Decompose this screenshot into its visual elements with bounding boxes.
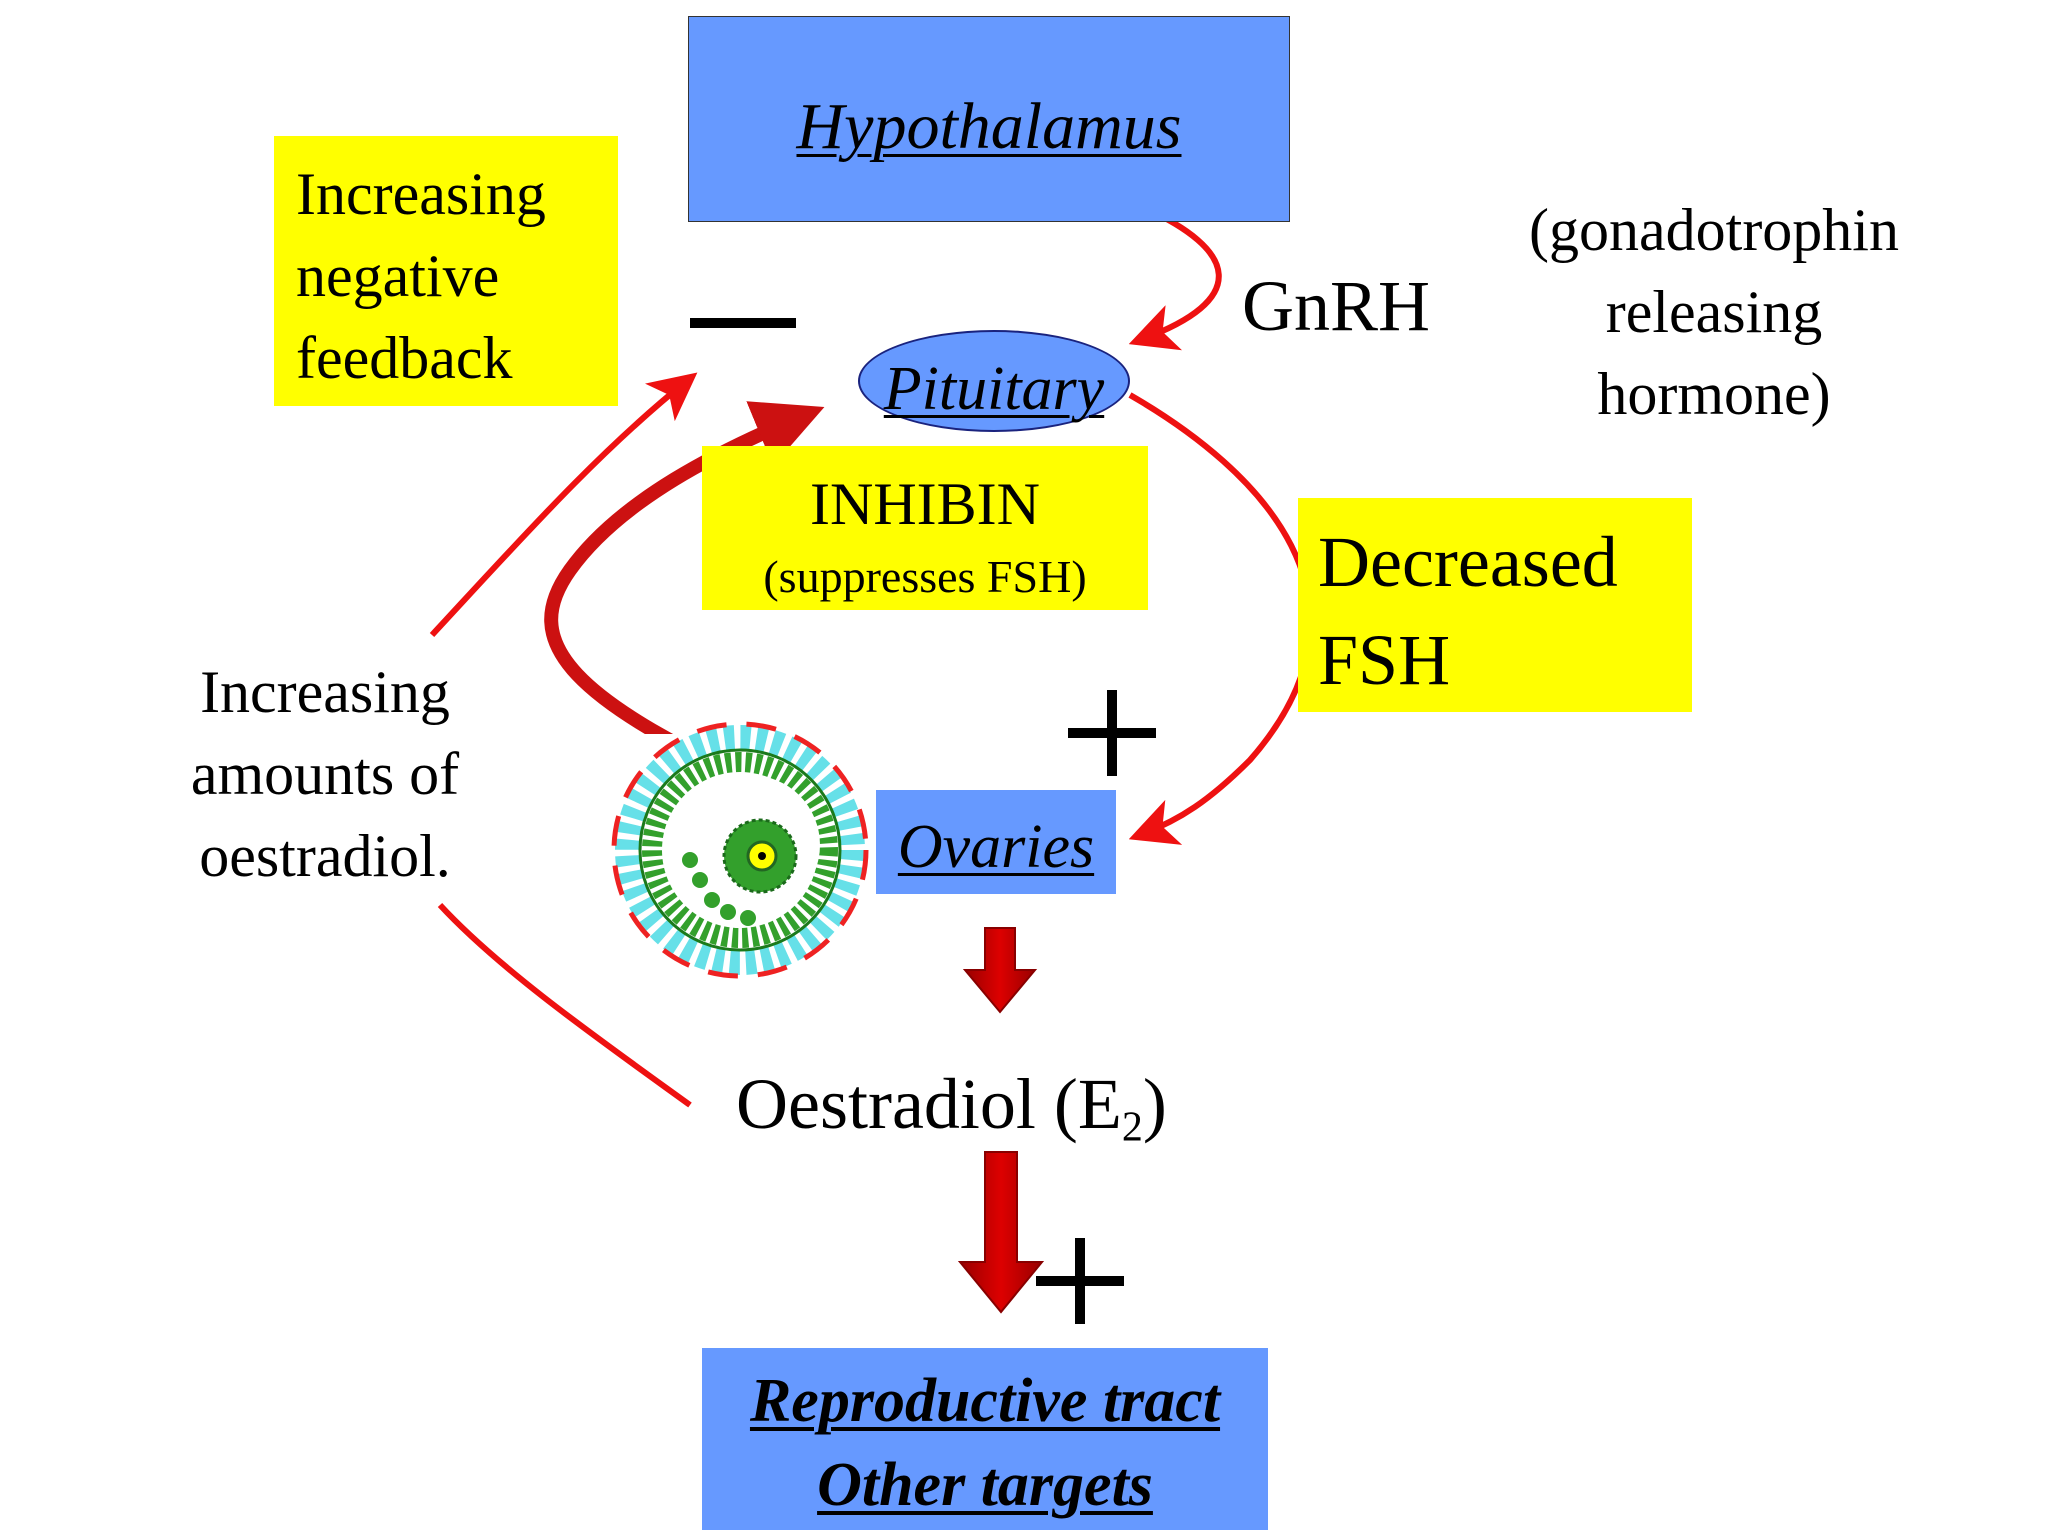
oestradiol-close-paren: ) [1142,1064,1167,1144]
ovarian-follicle-image [611,721,869,979]
hypothalamus-label: Hypothalamus [796,90,1182,163]
targets-box [702,1348,1268,1530]
oestradiol-subscript: 2 [1121,1104,1143,1151]
inhibin-subtitle: (suppresses FSH) [763,551,1087,602]
pituitary-label: Pituitary [883,355,1105,423]
oestradiol-main-text: Oestradiol (E [736,1064,1122,1144]
gnrh-label: GnRH [1242,266,1431,346]
gnrh-full-line-2: releasing [1605,279,1823,345]
target-line-1: Reproductive tract [749,1367,1221,1435]
pituitary-ellipse [858,330,1130,432]
decreased-fsh-box [1298,498,1692,712]
inhibin-title: INHIBIN [810,471,1040,537]
plus-sign-ovaries-v [1107,690,1117,776]
ovaries-label: Ovaries [897,813,1095,881]
gnrh-full-line-1: (gonadotrophin [1529,197,1899,263]
increasing-feedback-line-3: feedback [296,325,513,391]
oestradiol-feedback-lower [437,902,692,1108]
oestradiol-label: Oestradiol (E2) [736,1068,1167,1149]
gnrh-arrow [1128,203,1222,351]
fsh-arrow [1128,392,1314,845]
inhibin-box [702,446,1148,610]
increasing-oestradiol-line-2: amounts of [190,741,460,807]
block-arrow-ovaries-oestradiol [962,927,1038,1014]
minus-sign [690,318,796,328]
ovaries-box [876,790,1116,894]
oestradiol-feedback-upper [429,372,698,638]
plus-sign-targets-v [1075,1238,1085,1324]
increasing-feedback-line-2: negative [296,243,500,309]
decreased-fsh-line-2: FSH [1318,620,1451,700]
increasing-negative-feedback-box [274,136,618,406]
target-line-2: Other targets [817,1451,1153,1519]
hypothalamus-box [688,16,1290,222]
block-arrow-oestradiol-targets [957,1151,1045,1314]
gnrh-full-line-3: hormone) [1597,361,1831,427]
increasing-feedback-line-1: Increasing [296,161,546,227]
increasing-oestradiol-line-1: Increasing [200,659,450,725]
increasing-oestradiol-line-3: oestradiol. [199,823,451,889]
decreased-fsh-line-1: Decreased [1318,522,1618,602]
